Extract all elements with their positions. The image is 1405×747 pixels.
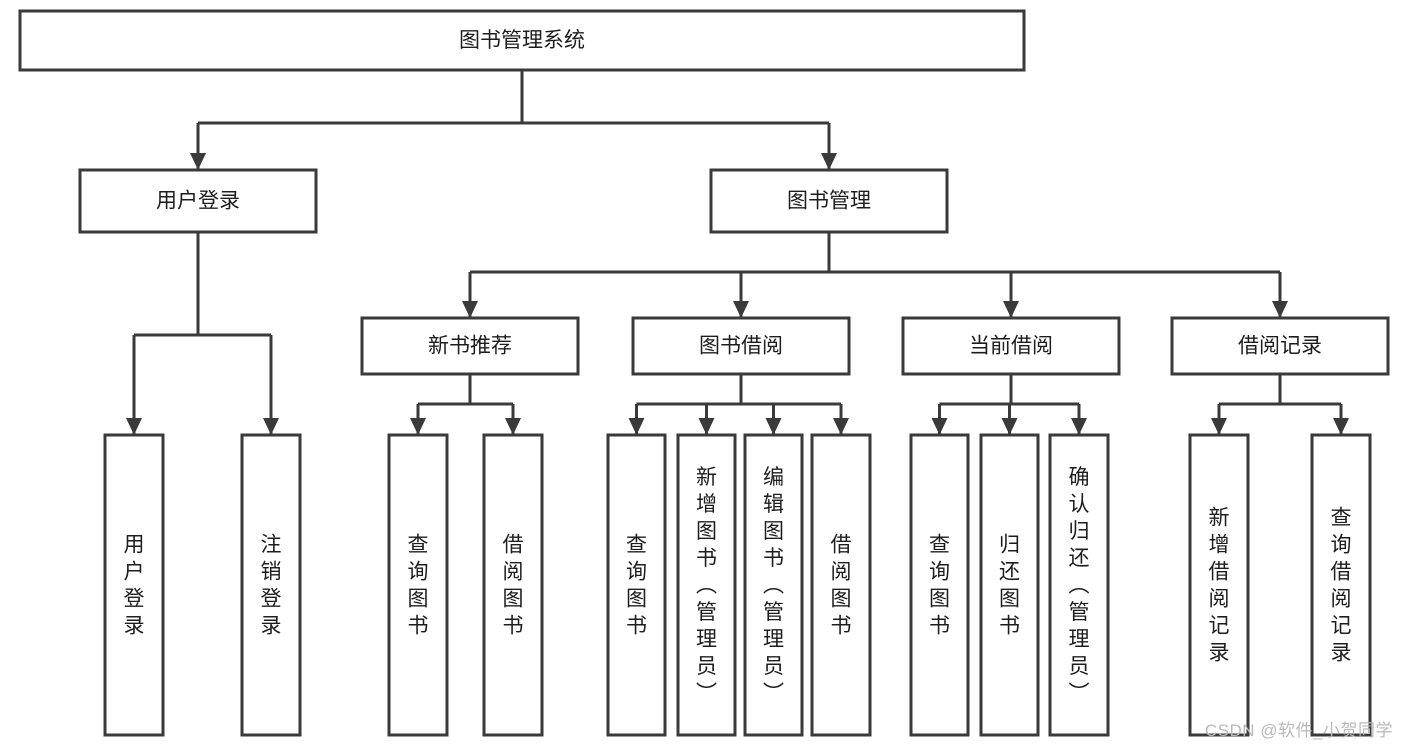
node-box <box>482 433 544 737</box>
node-leaf-query-book-2[interactable]: 查询图书 <box>606 433 667 737</box>
node-box <box>901 316 1121 376</box>
node-box <box>979 433 1040 737</box>
node-label: 用户登录 <box>156 190 240 213</box>
node-root[interactable]: 图书管理系统 <box>18 9 1026 72</box>
node-leaf-borrow-book-1[interactable]: 借阅图书 <box>482 433 544 737</box>
node-box <box>1188 433 1250 737</box>
node-box <box>1048 433 1110 737</box>
node-leaf-logout[interactable]: 注销登录 <box>240 433 302 737</box>
node-leaf-return-book[interactable]: 归还图书 <box>979 433 1040 737</box>
node-box <box>1170 316 1390 376</box>
arrow-head-icon <box>628 418 645 435</box>
node-box <box>18 9 1026 72</box>
node-label: 新增图书︵管理员︶ <box>696 466 717 705</box>
arrow-head-icon <box>1071 418 1087 435</box>
node-leaf-query-book-3[interactable]: 查询图书 <box>909 433 970 737</box>
connector-borrow-record-to-leaves <box>1211 374 1349 435</box>
node-label: 编辑图书︵管理员︶ <box>763 466 784 705</box>
node-box <box>1310 433 1372 737</box>
node-label: 查询借阅记录 <box>1331 507 1352 665</box>
node-label: 查询图书 <box>626 534 647 638</box>
node-leaf-add-book[interactable]: 新增图书︵管理员︶ <box>676 433 737 737</box>
watermark-text: CSDN @软件_小贺同学 <box>1204 721 1393 740</box>
node-label: 查询图书 <box>408 534 429 638</box>
connector-user-login-to-leaves <box>126 232 279 435</box>
node-leaf-confirm-return[interactable]: 确认归还︵管理员︶ <box>1048 433 1110 737</box>
arrow-head-icon <box>833 418 849 435</box>
node-leaf-user-login[interactable]: 用户登录 <box>103 433 165 737</box>
node-label: 借阅记录 <box>1238 335 1322 358</box>
node-box <box>709 168 949 234</box>
node-book-manage[interactable]: 图书管理 <box>709 168 949 234</box>
node-box <box>909 433 970 737</box>
node-book-borrow[interactable]: 图书借阅 <box>631 316 851 376</box>
node-label: 图书管理 <box>787 190 871 213</box>
arrow-head-icon <box>1211 418 1227 435</box>
connector-root-to-level2 <box>190 70 837 170</box>
arrow-head-icon <box>126 418 142 435</box>
node-label: 查询图书 <box>929 534 950 638</box>
node-label: 确认归还︵管理员︶ <box>1069 466 1090 705</box>
arrow-head-icon <box>698 418 715 435</box>
node-new-book-recommend[interactable]: 新书推荐 <box>360 316 580 376</box>
node-current-borrow[interactable]: 当前借阅 <box>901 316 1121 376</box>
arrow-head-icon <box>462 301 478 318</box>
connector-book-manage-to-level3 <box>462 232 1288 318</box>
node-leaf-borrow-book-2[interactable]: 借阅图书 <box>810 433 872 737</box>
node-label: 当前借阅 <box>969 335 1053 358</box>
node-label: 借阅图书 <box>831 534 852 638</box>
node-box <box>387 433 449 737</box>
node-leaf-query-record[interactable]: 查询借阅记录 <box>1310 433 1372 737</box>
connector-book-borrow-to-leaves <box>628 374 849 435</box>
node-user-login[interactable]: 用户登录 <box>78 168 318 234</box>
node-box <box>810 433 872 737</box>
connector-new-book-recommend-to-leaves <box>410 374 521 435</box>
connector-layer <box>126 70 1349 435</box>
arrow-head-icon <box>821 153 837 170</box>
arrow-head-icon <box>931 418 948 435</box>
arrow-head-icon <box>410 418 426 435</box>
node-box <box>240 433 302 737</box>
node-box <box>631 316 851 376</box>
arrow-head-icon <box>733 301 749 318</box>
node-label: 用户登录 <box>124 534 145 638</box>
arrow-head-icon <box>765 418 782 435</box>
arrow-head-icon <box>190 153 206 170</box>
node-label: 图书管理系统 <box>459 29 585 52</box>
node-label: 借阅图书 <box>503 534 524 638</box>
node-box <box>103 433 165 737</box>
node-label: 注销登录 <box>261 534 282 638</box>
node-layer: 图书管理系统用户登录图书管理新书推荐图书借阅当前借阅借阅记录用户登录注销登录查询… <box>18 9 1390 737</box>
node-label: 新增借阅记录 <box>1209 507 1230 665</box>
node-box <box>676 433 737 737</box>
node-label: 新书推荐 <box>428 335 512 358</box>
connector-current-borrow-to-leaves <box>931 374 1087 435</box>
node-leaf-edit-book[interactable]: 编辑图书︵管理员︶ <box>743 433 804 737</box>
node-borrow-record[interactable]: 借阅记录 <box>1170 316 1390 376</box>
node-label: 图书借阅 <box>699 335 783 358</box>
arrow-head-icon <box>505 418 521 435</box>
node-box <box>743 433 804 737</box>
node-leaf-add-record[interactable]: 新增借阅记录 <box>1188 433 1250 737</box>
arrow-head-icon <box>1001 418 1018 435</box>
node-box <box>78 168 318 234</box>
node-box <box>606 433 667 737</box>
node-leaf-query-book-1[interactable]: 查询图书 <box>387 433 449 737</box>
arrow-head-icon <box>1003 301 1019 318</box>
node-box <box>360 316 580 376</box>
node-label: 归还图书 <box>999 534 1020 638</box>
arrow-head-icon <box>1333 418 1349 435</box>
arrow-head-icon <box>1272 301 1288 318</box>
arrow-head-icon <box>263 418 279 435</box>
